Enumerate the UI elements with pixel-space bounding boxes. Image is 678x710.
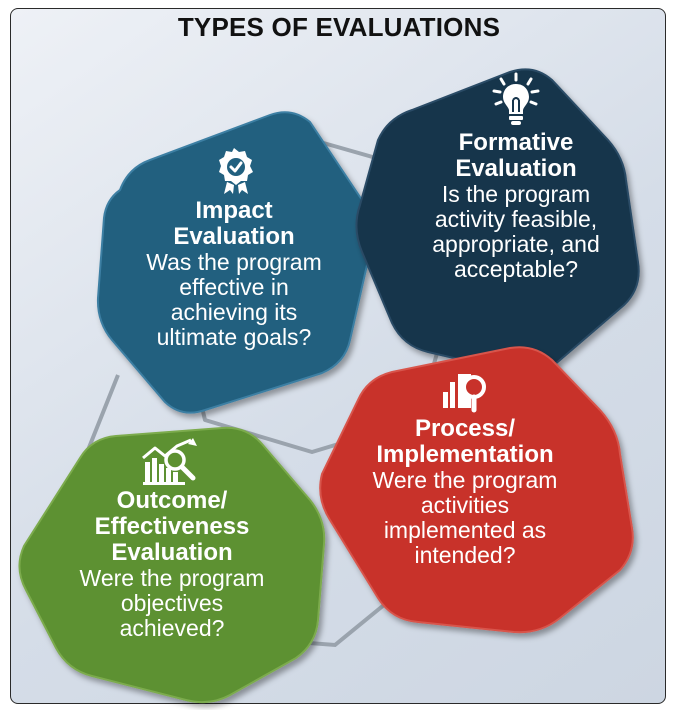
outcome-title-line-1: Outcome/ — [116, 487, 228, 514]
outcome-evaluation-block: Outcome/ Effectiveness Evaluation Were t… — [44, 438, 300, 641]
lightbulb-icon — [492, 72, 540, 125]
impact-evaluation-block: Impact Evaluation Was the program effect… — [118, 146, 350, 350]
impact-title-line-1: Impact — [195, 197, 273, 224]
impact-desc-line-3: achieving its — [170, 299, 298, 325]
growth-chart-icon — [142, 438, 197, 485]
magnifier-report-icon — [443, 374, 486, 413]
formative-desc-line-2: activity feasible, — [434, 206, 598, 232]
impact-hexagon — [96, 111, 374, 414]
impact-desc-line-1: Was the program — [146, 249, 322, 275]
outcome-desc-line-1: Were the program — [79, 565, 265, 591]
page-title: TYPES OF EVALUATIONS — [177, 12, 501, 42]
process-desc-line-3: implemented as — [383, 517, 547, 543]
outcome-title-line-2: Effectiveness — [94, 513, 250, 540]
formative-title-line-1: Formative — [458, 129, 574, 156]
formative-desc-line-3: appropriate, and — [432, 231, 600, 257]
award-badge-icon — [219, 148, 253, 194]
process-desc-line-2: activities — [420, 492, 510, 518]
formative-hexagon — [355, 68, 640, 375]
outcome-title-line-3: Evaluation — [111, 539, 233, 566]
impact-description: Was the program effective in achieving i… — [118, 250, 350, 350]
formative-desc-line-4: acceptable? — [453, 256, 579, 282]
process-title-line-1: Process/ — [414, 415, 516, 442]
impact-desc-line-4: ultimate goals? — [156, 324, 312, 350]
outcome-description: Were the program objectives achieved? — [44, 566, 300, 641]
impact-desc-line-2: effective in — [179, 274, 289, 300]
formative-title: Formative Evaluation — [398, 130, 634, 182]
impact-title-line-2: Evaluation — [173, 223, 295, 250]
process-evaluation-block: Process/ Implementation Were the program… — [340, 368, 590, 568]
formative-evaluation-block: Formative Evaluation Is the program acti… — [398, 72, 634, 282]
formative-desc-line-1: Is the program — [441, 181, 591, 207]
process-hexagon — [319, 346, 634, 634]
process-title: Process/ Implementation — [340, 416, 590, 468]
process-desc-line-4: intended? — [414, 542, 516, 568]
process-desc-line-1: Were the program — [372, 467, 558, 493]
outcome-hexagon — [18, 426, 326, 704]
process-description: Were the program activities implemented … — [340, 468, 590, 568]
outcome-desc-line-2: objectives — [120, 590, 224, 616]
outcome-desc-line-3: achieved? — [119, 615, 225, 641]
formative-description: Is the program activity feasible, approp… — [398, 182, 634, 282]
impact-title: Impact Evaluation — [118, 198, 350, 250]
process-title-line-2: Implementation — [376, 441, 554, 468]
formative-title-line-2: Evaluation — [455, 155, 577, 182]
outcome-title: Outcome/ Effectiveness Evaluation — [44, 488, 300, 566]
